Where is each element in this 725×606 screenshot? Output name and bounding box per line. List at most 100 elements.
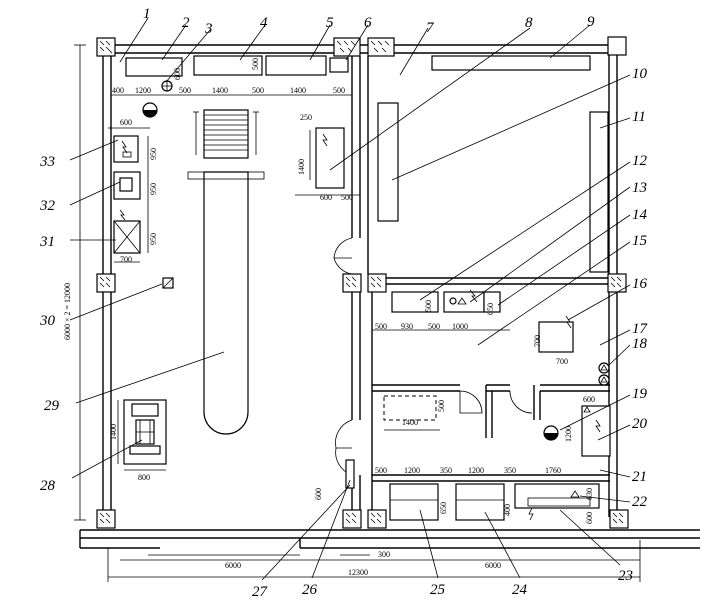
valve-symbol xyxy=(142,102,158,118)
label-18: 18 xyxy=(632,336,648,352)
equipment-18-symbols xyxy=(598,362,610,386)
equipment-23-bench xyxy=(514,483,600,521)
equipment-20-cabinet xyxy=(581,405,611,457)
dim-r-930: 930 xyxy=(401,322,413,331)
label-1: 1 xyxy=(143,6,151,22)
equipment-11-bench xyxy=(589,111,609,273)
label-33: 33 xyxy=(39,154,55,170)
equipment-16-cabinet xyxy=(538,315,574,353)
dim-e20-1200: 1200 xyxy=(564,426,573,442)
label-22: 22 xyxy=(632,494,648,510)
dim-b-400: 400 xyxy=(503,504,512,516)
dim-r-500c: 500 xyxy=(424,300,433,312)
label-20: 20 xyxy=(632,416,648,432)
dim-eq4-500: 500 xyxy=(251,58,260,70)
dim-e28-800: 800 xyxy=(138,473,150,482)
dim-e16-700a: 700 xyxy=(533,335,542,347)
dim-r-500b: 500 xyxy=(428,322,440,331)
column xyxy=(96,509,116,529)
dim-l-500: 500 xyxy=(437,400,446,412)
dim-e8-1400: 1400 xyxy=(297,159,306,175)
dim-r-1000: 1000 xyxy=(452,322,468,331)
label-15: 15 xyxy=(632,233,648,249)
dim-b-350a: 350 xyxy=(440,466,452,475)
equipment-9-bench xyxy=(431,55,591,71)
equipment-33-cabinet xyxy=(113,135,139,163)
dim-950b: 950 xyxy=(149,183,158,195)
equipment-25-bench xyxy=(389,483,439,521)
dim-b-1760: 1760 xyxy=(545,466,561,475)
label-9: 9 xyxy=(587,14,595,30)
label-28: 28 xyxy=(40,478,56,494)
label-19: 19 xyxy=(632,386,648,402)
label-13: 13 xyxy=(632,180,647,196)
label-3: 3 xyxy=(204,21,213,37)
label-6: 6 xyxy=(364,15,372,31)
dim-top-500b: 500 xyxy=(252,86,264,95)
column xyxy=(367,509,387,529)
dim-950a: 950 xyxy=(149,148,158,160)
equipment-19-valve xyxy=(543,425,559,441)
equipment-24-bench xyxy=(455,483,505,521)
label-4: 4 xyxy=(260,15,268,31)
dim-bot-300: 300 xyxy=(378,550,390,559)
label-27: 27 xyxy=(252,584,269,600)
label-30: 30 xyxy=(39,313,56,329)
equipment-32-cabinet xyxy=(113,171,141,200)
equipment-28-machine xyxy=(123,399,167,465)
equipment-12-bench xyxy=(391,291,439,313)
label-8: 8 xyxy=(525,15,533,31)
equipment-6-box xyxy=(329,57,349,73)
dim-top-500a: 500 xyxy=(179,86,191,95)
dim-e8-500: 500 xyxy=(341,193,353,202)
dim-b-500: 500 xyxy=(375,466,387,475)
dim-l-1400: 1400 xyxy=(402,418,418,427)
dim-b-650: 650 xyxy=(439,502,448,514)
dim-e20-600: 600 xyxy=(583,395,595,404)
dim-b-600v: 600 xyxy=(585,512,594,524)
dimension-labels: 400 1200 500 1400 500 1400 500 600 500 2… xyxy=(63,58,595,577)
equipment-22-symbol xyxy=(570,490,580,498)
column xyxy=(342,273,362,293)
label-2: 2 xyxy=(182,15,190,31)
column xyxy=(607,36,627,56)
label-16: 16 xyxy=(632,276,648,292)
dim-e28-1400: 1400 xyxy=(109,424,118,440)
dim-b-350b: 350 xyxy=(504,466,516,475)
label-7: 7 xyxy=(426,20,435,36)
dim-b-1200a: 1200 xyxy=(404,466,420,475)
equipment-31-crate xyxy=(113,209,141,254)
dim-250: 250 xyxy=(300,113,312,122)
dim-b-630: 630 xyxy=(585,488,594,500)
dim-top-400: 400 xyxy=(112,86,124,95)
label-31: 31 xyxy=(39,234,55,250)
dim-top-1400b: 1400 xyxy=(290,86,306,95)
label-26: 26 xyxy=(302,582,318,598)
equipment-14-bench xyxy=(483,291,501,313)
callout-labels: 1 2 3 4 5 6 7 8 9 10 11 12 13 14 15 16 1… xyxy=(39,6,649,600)
equipment-13-bench xyxy=(443,289,485,313)
dim-e8-600: 600 xyxy=(320,193,332,202)
column xyxy=(607,273,627,293)
dim-700-left: 700 xyxy=(120,255,132,264)
dimension-lines xyxy=(74,44,641,582)
dim-bot-12300: 12300 xyxy=(348,568,368,577)
dim-e16-700b: 700 xyxy=(556,357,568,366)
label-21: 21 xyxy=(632,469,647,485)
column xyxy=(609,509,629,529)
dim-b-1200b: 1200 xyxy=(468,466,484,475)
label-32: 32 xyxy=(39,198,56,214)
column xyxy=(96,37,116,57)
equipment-26-pipe xyxy=(345,459,355,489)
column xyxy=(96,273,116,293)
equipment-10-bench xyxy=(377,102,399,222)
column xyxy=(342,509,362,529)
column xyxy=(333,37,361,57)
equipment-4-bench xyxy=(193,55,263,76)
stair-ladder xyxy=(203,109,249,159)
label-5: 5 xyxy=(326,15,334,31)
dim-r-650: 650 xyxy=(486,303,495,315)
equipment-3-sink xyxy=(161,80,173,92)
dim-overall-height: 6000 × 2 = 12000 xyxy=(63,283,72,340)
